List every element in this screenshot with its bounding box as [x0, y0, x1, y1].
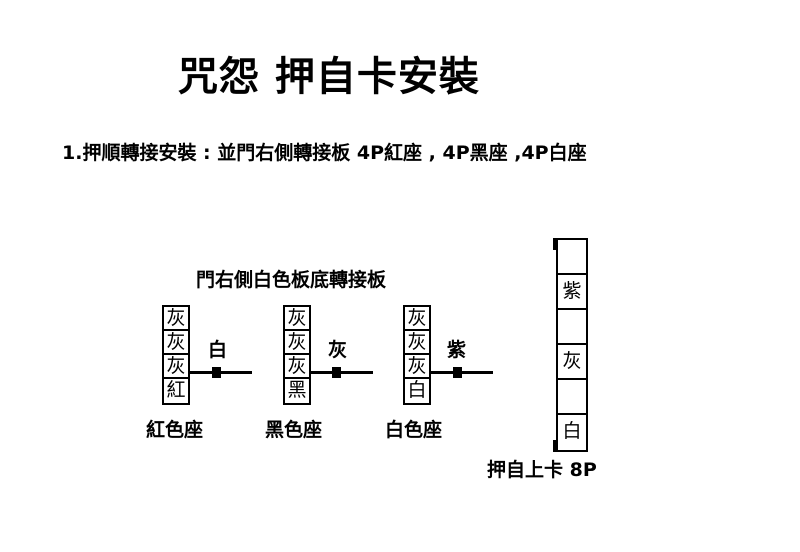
- card-cell: 灰: [558, 345, 586, 380]
- page-title: 咒怨 押自卡安裝: [178, 54, 480, 100]
- wire: [190, 371, 252, 374]
- connector-cell: 白: [407, 379, 427, 401]
- seat-label: 紅色座: [146, 419, 204, 441]
- card-edge-bottom: [553, 440, 556, 452]
- wire-pin: [212, 367, 221, 378]
- connector-cell: 灰: [405, 331, 429, 355]
- seat-label: 黑色座: [265, 419, 323, 441]
- connector-cell: 灰: [285, 355, 309, 379]
- card-cell: 白: [562, 420, 582, 442]
- connector-cell: 紅: [166, 379, 186, 401]
- card-cell: 紫: [558, 275, 586, 310]
- step-1-instruction: 1.押順轉接安裝 : 並門右側轉接板 4P紅座 , 4P黑座 ,4P白座: [62, 142, 587, 164]
- card-cell: [558, 380, 586, 415]
- connector-cell: 灰: [285, 331, 309, 355]
- card-label: 押自上卡 8P: [487, 459, 597, 481]
- connector-cell: 灰: [164, 307, 188, 331]
- wire: [311, 371, 373, 374]
- seat-label: 白色座: [385, 419, 443, 441]
- wire-color-label: 白: [208, 339, 228, 361]
- connector-cell: 灰: [164, 331, 188, 355]
- wire: [431, 371, 493, 374]
- connector-cell: 灰: [405, 355, 429, 379]
- wire-pin: [332, 367, 341, 378]
- card-cell: [558, 240, 586, 275]
- wire-color-label: 灰: [328, 339, 348, 361]
- connector-cell: 灰: [285, 307, 309, 331]
- connector-cell: 灰: [164, 355, 188, 379]
- connector-red-seat: 灰 灰 灰 紅: [162, 305, 190, 405]
- wire-color-label: 紫: [447, 339, 467, 361]
- connector-white-seat: 灰 灰 灰 白: [403, 305, 431, 405]
- card-edge-top: [553, 238, 556, 250]
- card-8p: 紫 灰 白: [556, 238, 588, 452]
- connector-cell: 黑: [287, 379, 307, 401]
- card-cell: [558, 310, 586, 345]
- wire-pin: [453, 367, 462, 378]
- board-label: 門右側白色板底轉接板: [196, 269, 387, 291]
- connector-cell: 灰: [405, 307, 429, 331]
- connector-black-seat: 灰 灰 灰 黑: [283, 305, 311, 405]
